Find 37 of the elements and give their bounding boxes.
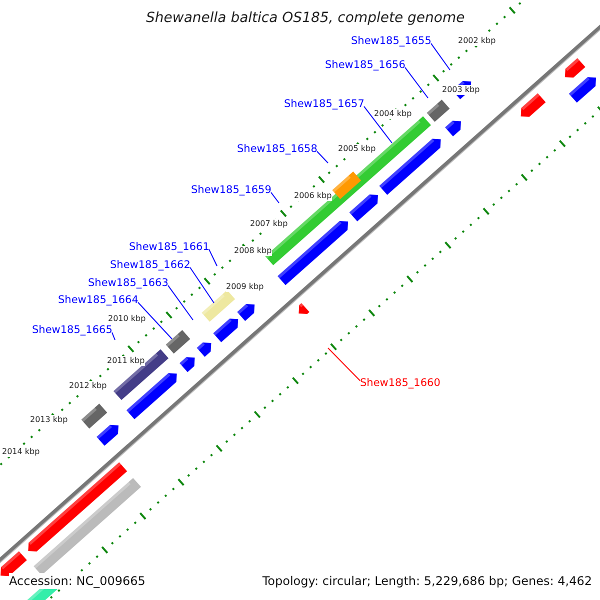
leader-line [328,348,360,382]
position-label: 2002 kbp [458,36,496,46]
leader-line [168,284,194,320]
gene-label: Shew185_1662 [110,259,190,271]
leader-line [270,192,280,204]
leader-line [138,302,172,340]
position-label: 2011 kbp [107,356,145,366]
leader-line [364,106,392,144]
position-label: 2008 kbp [234,246,272,256]
position-label: 2005 kbp [338,144,376,154]
leader-line [190,266,214,304]
leader-line [316,150,328,164]
leader-line [430,42,450,70]
leader-line [112,332,116,340]
position-label: 2007 kbp [250,219,288,229]
position-label: 2014 kbp [2,447,40,457]
leader-line [208,248,218,266]
gene-label: Shew185_1663 [88,277,168,289]
position-label: 2010 kbp [108,314,146,324]
position-label: 2003 kbp [442,85,480,95]
title: Shewanella baltica OS185, complete genome [146,9,465,28]
gene-label: Shew185_1661 [129,241,210,253]
position-label: 2004 kbp [374,109,412,119]
genome-stats-label: Topology: circular; Length: 5,229,686 bp; Genes: 4,462 [262,573,592,589]
gene-label: Shew185_1659 [191,184,272,196]
position-label: 2006 kbp [294,191,332,201]
gene-label: Shew185_1658 [237,143,318,155]
gene-label: Shew185_1657 [284,98,364,110]
gene-label: Shew185_1665 [32,324,112,336]
position-label: 2013 kbp [30,415,68,425]
gene-label: Shew185_1660 [360,377,440,389]
gene-label: Shew185_1656 [325,59,406,71]
position-label: 2009 kbp [226,282,264,292]
gene-label: Shew185_1664 [58,294,138,306]
leader-line [404,66,428,98]
position-label: 2012 kbp [69,381,107,391]
gene-label: Shew185_1655 [351,35,432,47]
